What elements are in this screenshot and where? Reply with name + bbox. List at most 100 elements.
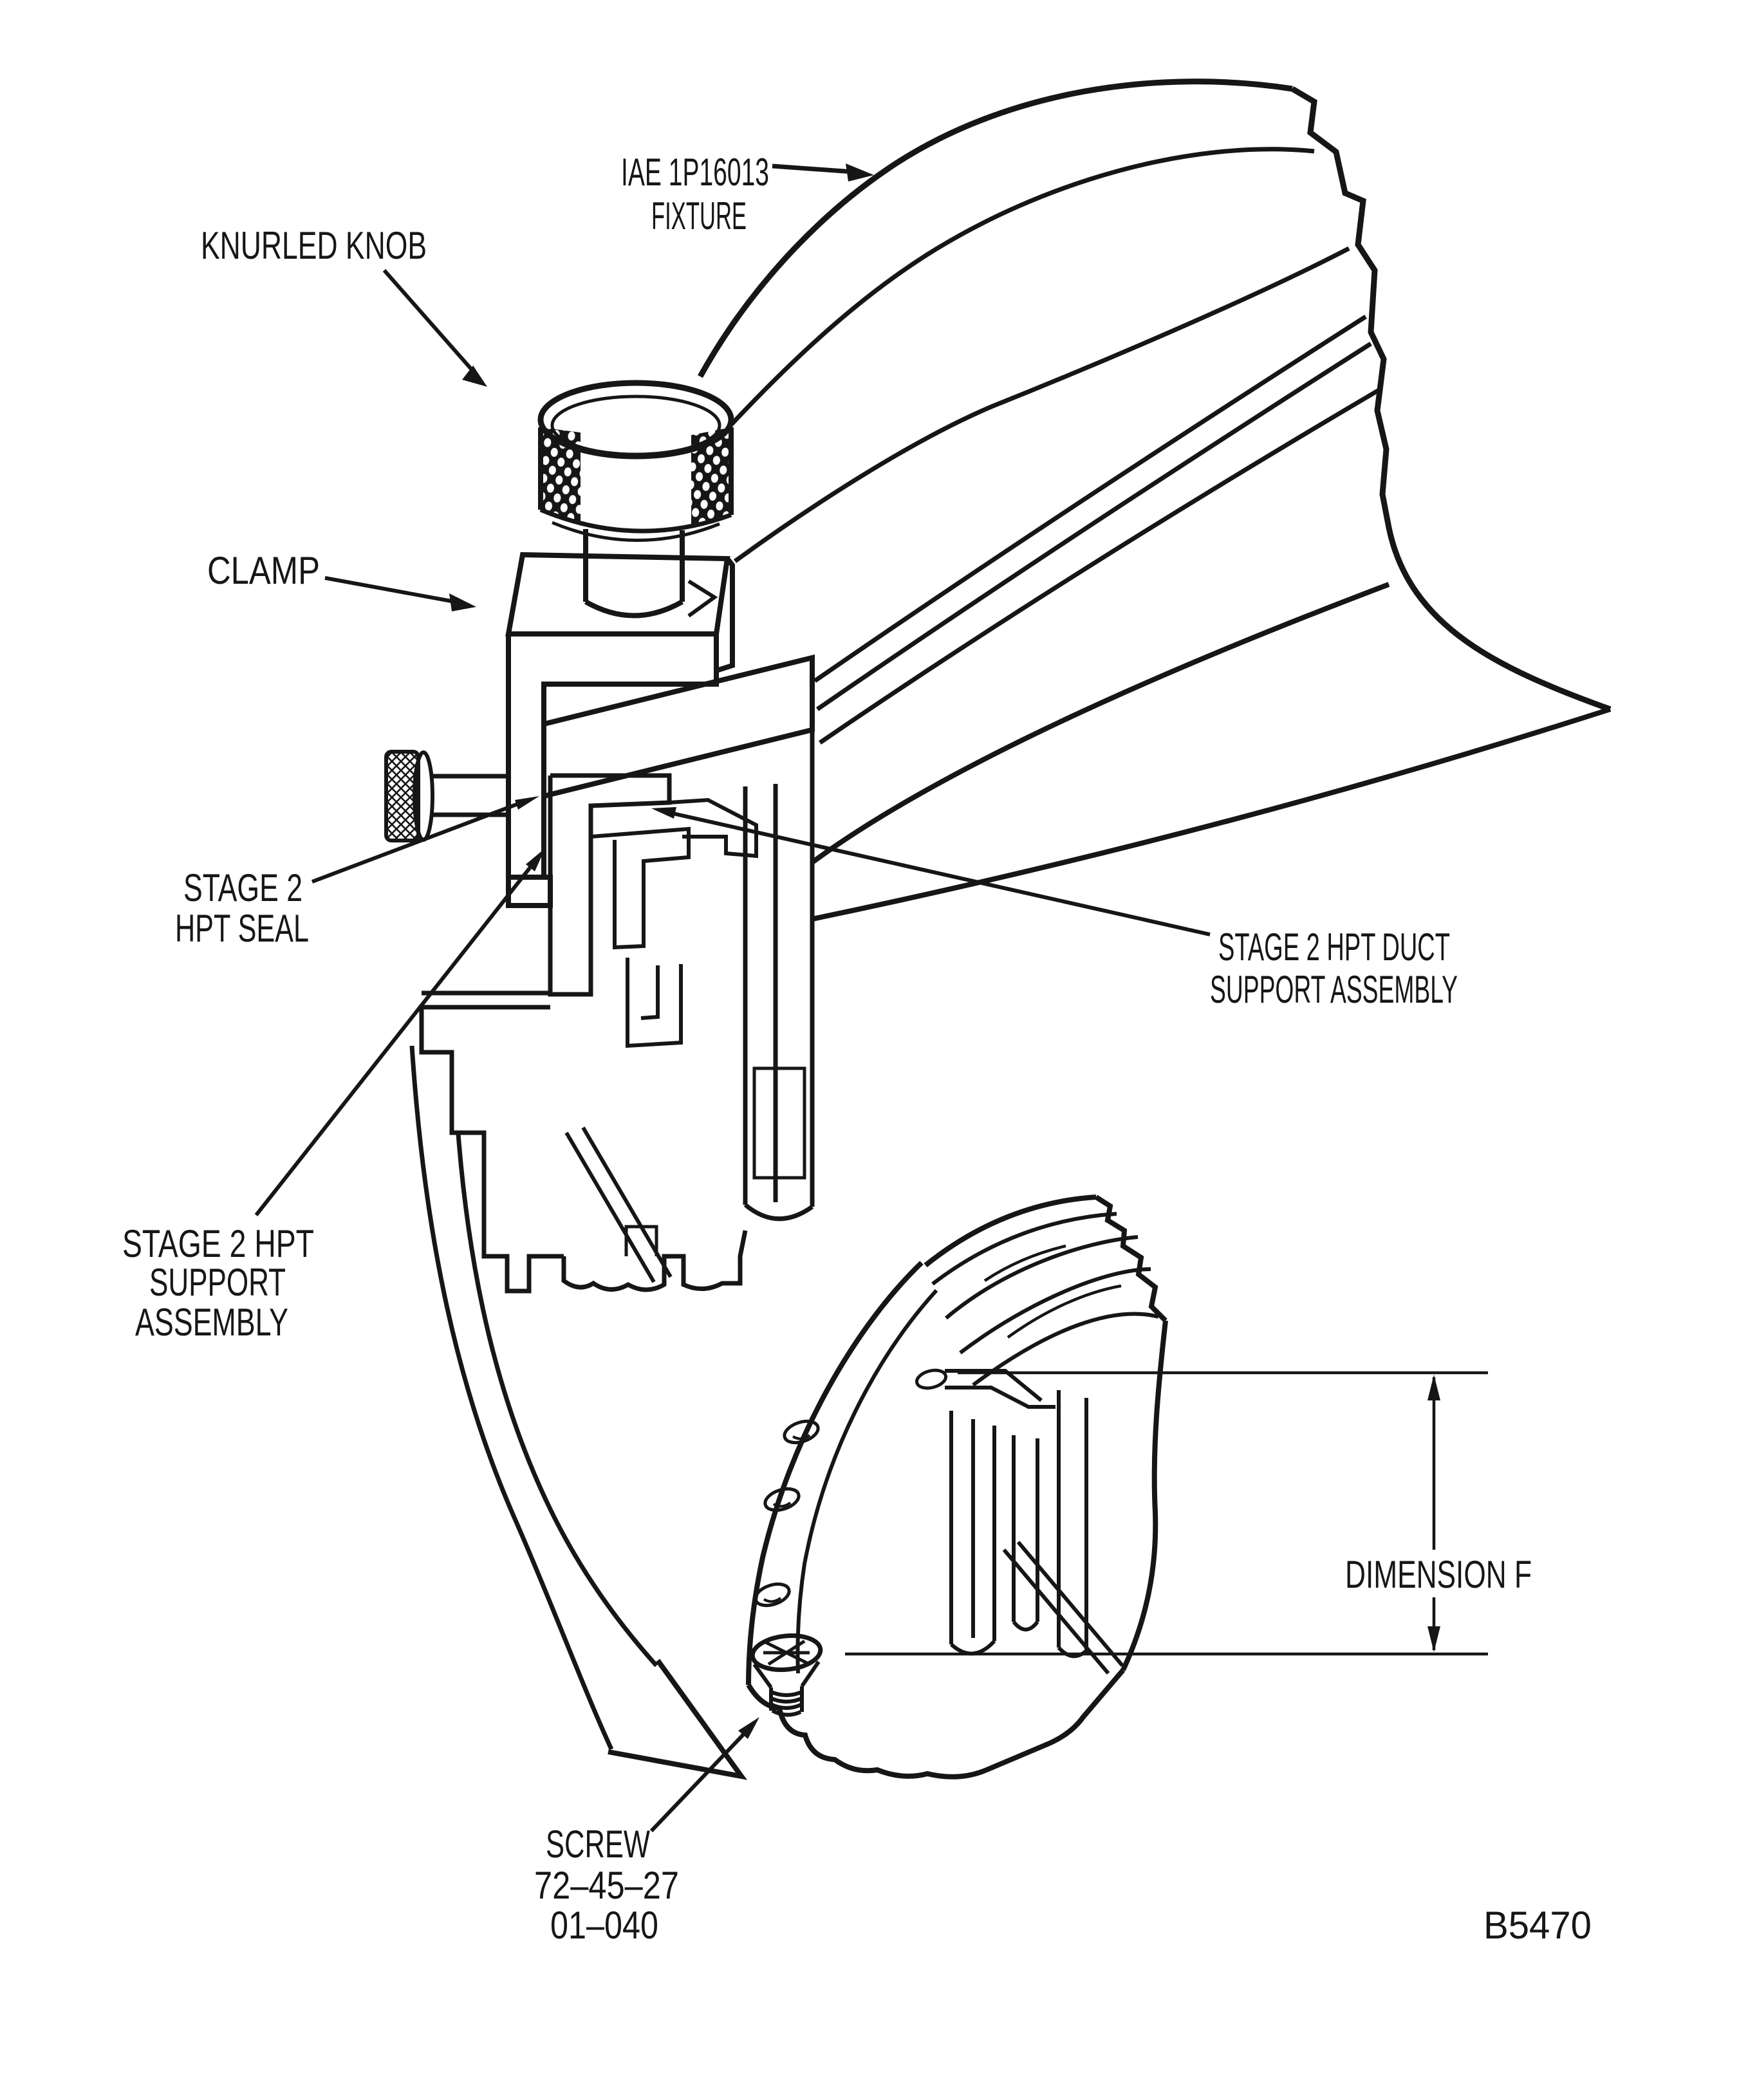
right-column-window bbox=[752, 1066, 806, 1180]
clamp-right-face bbox=[715, 557, 735, 673]
label-dimension-f: DIMENSION F bbox=[1345, 1553, 1532, 1596]
knob-top-ellipse bbox=[537, 380, 734, 460]
knob-knurl-right bbox=[691, 427, 731, 524]
leader-seal bbox=[311, 796, 539, 884]
detail-inner-arc bbox=[795, 1288, 938, 1674]
detail-torn-top-edge bbox=[1094, 1194, 1167, 1323]
clamp-top-face bbox=[505, 552, 730, 637]
leader-fixture bbox=[772, 163, 874, 181]
oval-hole-3-countersink bbox=[763, 1597, 782, 1603]
engine-case-band bbox=[698, 79, 1612, 922]
mid-channel bbox=[626, 958, 683, 1048]
seal-web bbox=[590, 826, 691, 950]
knob-top-inner-rim bbox=[550, 395, 721, 456]
knurled-knob bbox=[537, 380, 734, 618]
rib-2 bbox=[931, 1212, 1117, 1286]
detail-bottom-edge bbox=[746, 1668, 1126, 1779]
label-figure-number: B5470 bbox=[1483, 1904, 1592, 1947]
leader-arrowhead-icon bbox=[462, 366, 487, 387]
label-duct-line2: SUPPORT ASSEMBLY bbox=[1210, 968, 1458, 1011]
case-ring-3 bbox=[819, 386, 1382, 745]
thumbscrew-knurled-head bbox=[384, 750, 420, 842]
label-seal-line1: STAGE 2 bbox=[183, 866, 302, 909]
screw-countersink bbox=[752, 1660, 821, 1689]
transfer-curved-arrow bbox=[409, 1045, 748, 1780]
knob-band-bottom-2 bbox=[552, 521, 720, 542]
diagonal-strut bbox=[564, 1126, 673, 1283]
detail-view bbox=[746, 1194, 1168, 1779]
knob-band-bottom bbox=[539, 507, 732, 534]
rib-1 bbox=[924, 1194, 1097, 1268]
case-torn-edge bbox=[1290, 86, 1612, 712]
case-outer-edge bbox=[698, 79, 1293, 378]
rib-highlights bbox=[983, 1244, 1122, 1339]
support-shelf bbox=[422, 990, 550, 1010]
rib-3 bbox=[945, 1235, 1139, 1320]
right-column bbox=[743, 730, 815, 1222]
case-edge-2 bbox=[729, 147, 1315, 427]
detail-rib-band bbox=[924, 1194, 1168, 1671]
label-support-line1: STAGE 2 HPT bbox=[122, 1222, 314, 1265]
label-clamp: CLAMP bbox=[207, 549, 320, 592]
label-screw-line2: 72–45–27 bbox=[534, 1864, 679, 1907]
flange-holes bbox=[754, 1419, 820, 1608]
labels: IAE 1P16013 FIXTURE KNURLED KNOB CLAMP S… bbox=[122, 151, 1592, 1947]
knob-stem bbox=[583, 529, 685, 602]
leader-arrowhead-icon bbox=[651, 807, 676, 819]
fixture-clamp-assembly bbox=[384, 380, 815, 908]
leader-clamp bbox=[324, 576, 476, 611]
knob-stem-bottom bbox=[584, 599, 683, 618]
label-fixture-line2: FIXTURE bbox=[651, 194, 747, 237]
label-screw-line1: SCREW bbox=[546, 1823, 650, 1866]
fixture-bar bbox=[543, 654, 815, 799]
curved-arrow-outer-line bbox=[409, 1045, 614, 1751]
clamp-jaw-notch bbox=[687, 579, 718, 618]
clamp-lower-foot bbox=[506, 875, 553, 908]
hook-eye bbox=[915, 1368, 948, 1390]
leader-screw bbox=[649, 1717, 759, 1833]
dim-arrow-down-icon bbox=[1427, 1626, 1440, 1652]
rib-4 bbox=[959, 1267, 1151, 1355]
dimension-f bbox=[845, 1371, 1488, 1656]
oval-hole-1-countersink bbox=[792, 1434, 811, 1440]
leader-arrowhead-icon bbox=[449, 593, 476, 611]
detail-outer-arc bbox=[746, 1261, 924, 1686]
case-bottom-inner bbox=[810, 582, 1390, 865]
case-edge-3 bbox=[733, 246, 1350, 563]
oval-hole-2 bbox=[763, 1487, 801, 1512]
seal-cross-section bbox=[419, 730, 815, 1294]
label-fixture-line1: IAE 1P16013 bbox=[621, 151, 769, 194]
label-knurled-knob: KNURLED KNOB bbox=[201, 224, 427, 267]
curved-arrowhead-icon bbox=[608, 1659, 748, 1780]
dim-arrow-up-icon bbox=[1427, 1375, 1440, 1400]
support-flange-steps bbox=[419, 1007, 564, 1294]
curved-arrow-inner-line bbox=[456, 1133, 658, 1668]
side-thumbscrew bbox=[384, 750, 508, 842]
detail-channels bbox=[915, 1368, 1124, 1675]
hook-bracket bbox=[945, 1369, 1055, 1409]
thumbscrew-shaft bbox=[432, 774, 508, 817]
case-ring-1 bbox=[813, 315, 1367, 683]
label-support-line3: ASSEMBLY bbox=[135, 1301, 288, 1344]
leader-arrowhead-icon bbox=[515, 796, 539, 810]
label-screw-line3: 01–040 bbox=[550, 1904, 658, 1947]
duct-support-hook bbox=[669, 797, 758, 859]
leader-arrowhead-icon bbox=[846, 163, 874, 181]
phillips-cross-icon bbox=[763, 1639, 810, 1666]
screw-head bbox=[750, 1633, 823, 1672]
label-support-line2: SUPPORT bbox=[149, 1261, 286, 1304]
oval-hole-2-countersink bbox=[772, 1501, 792, 1508]
leader-knurled-knob bbox=[382, 269, 487, 387]
case-bottom-outer bbox=[812, 707, 1612, 922]
leader-arrowhead-icon bbox=[738, 1717, 759, 1739]
oval-hole-1 bbox=[783, 1419, 820, 1445]
knob-band-sides bbox=[538, 427, 734, 515]
label-duct-line1: STAGE 2 HPT DUCT bbox=[1218, 925, 1450, 969]
leader-arrowhead-icon bbox=[526, 848, 545, 871]
leader-support-assembly bbox=[254, 848, 545, 1216]
rib-5 bbox=[972, 1312, 1159, 1387]
screw bbox=[750, 1633, 823, 1717]
channel-right bbox=[1057, 1390, 1088, 1659]
detail-torn-right-edge bbox=[1120, 1320, 1168, 1671]
